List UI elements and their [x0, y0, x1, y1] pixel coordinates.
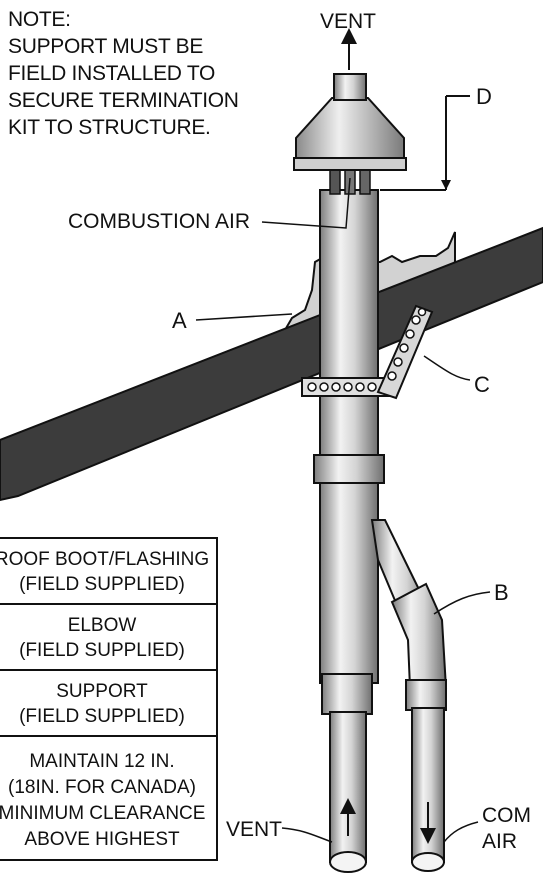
legend-row-elbow: ELBOW (FIELD SUPPLIED) — [0, 605, 216, 671]
rain-cap-cone — [295, 97, 405, 161]
legend-text: ABOVE HIGHEST — [24, 829, 180, 850]
elbow-fitting — [390, 582, 448, 689]
leader-com-air — [443, 821, 479, 843]
legend-text: MINIMUM CLEARANCE — [0, 803, 206, 824]
note-line: SECURE TERMINATION — [8, 89, 239, 112]
legend-text: (FIELD SUPPLIED) — [19, 574, 185, 595]
support-strap — [301, 304, 434, 400]
leader-a — [195, 313, 293, 321]
label-com: COM — [482, 804, 531, 827]
label-air: AIR — [482, 830, 517, 853]
main-vent-pipe — [319, 189, 379, 461]
legend-text: ROOF BOOT/FLASHING — [0, 549, 210, 570]
legend-row-support: SUPPORT (FIELD SUPPLIED) — [0, 671, 216, 737]
combustion-air-pipe-bottom — [411, 707, 445, 863]
legend-text: (FIELD SUPPLIED) — [19, 640, 185, 661]
support-note: NOTE: SUPPORT MUST BE FIELD INSTALLED TO… — [8, 6, 239, 141]
roof-deck — [0, 226, 543, 502]
leader-b — [433, 591, 491, 615]
combustion-air-coupling — [405, 679, 447, 711]
legend-table: ROOF BOOT/FLASHING (FIELD SUPPLIED) ELBO… — [0, 537, 218, 861]
label-b: B — [494, 580, 509, 605]
dimension-d-bracket — [380, 95, 470, 191]
note-line: NOTE: — [8, 8, 71, 31]
legend-text: (FIELD SUPPLIED) — [19, 706, 185, 727]
leader-c — [423, 355, 471, 381]
legend-row-roof-boot: ROOF BOOT/FLASHING (FIELD SUPPLIED) — [0, 539, 216, 605]
leader-vent-bottom — [281, 827, 333, 843]
legend-text: (18IN. FOR CANADA) — [8, 777, 196, 798]
label-c: C — [474, 372, 490, 397]
note-line: SUPPORT MUST BE — [8, 35, 204, 58]
lower-vent-pipe — [319, 482, 379, 684]
label-a: A — [172, 308, 187, 333]
legend-text: ELBOW — [67, 615, 137, 636]
vent-pipe-bottom — [329, 711, 367, 863]
label-d: D — [476, 84, 492, 109]
note-line: FIELD INSTALLED TO — [8, 62, 215, 85]
leader-combustion-air — [261, 177, 351, 229]
pipe-coupling-lower — [321, 673, 373, 715]
rain-cap-rim — [293, 157, 407, 171]
legend-text: MAINTAIN 12 IN. — [29, 751, 175, 772]
pipe-coupling-upper — [313, 454, 385, 484]
legend-text: SUPPORT — [56, 681, 148, 702]
vent-outlet — [333, 73, 367, 101]
note-line: KIT TO STRUCTURE. — [8, 116, 211, 139]
label-vent-bottom: VENT — [226, 818, 282, 841]
label-combustion-air: COMBUSTION AIR — [68, 210, 250, 233]
legend-row-clearance: MAINTAIN 12 IN. (18IN. FOR CANADA) MINIM… — [0, 737, 216, 859]
label-vent-top: VENT — [320, 10, 376, 33]
